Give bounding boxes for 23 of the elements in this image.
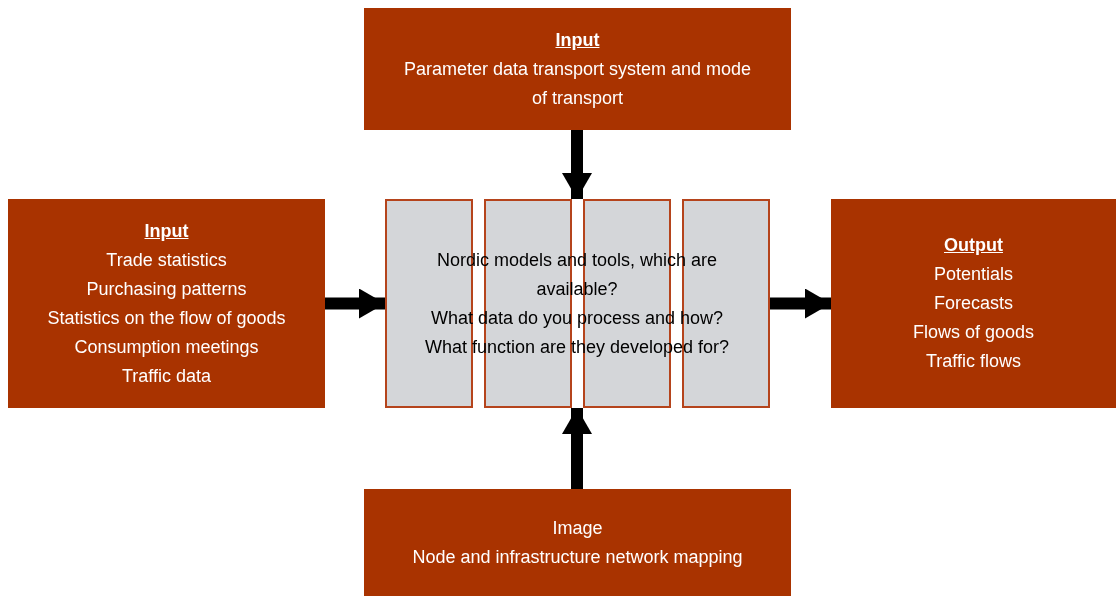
- block-arrow: [562, 130, 592, 199]
- list-item: Consumption meetings: [73, 335, 260, 359]
- heading: Image: [551, 516, 604, 540]
- list-item: Trade statistics: [105, 248, 228, 272]
- image-box: [364, 489, 791, 596]
- list-item: Forecasts: [933, 292, 1014, 315]
- block-arrow: [325, 288, 385, 319]
- list-item: Parameter data transport system and mode of transport: [402, 57, 753, 110]
- block-arrow: [769, 288, 831, 319]
- list-item: Traffic data: [120, 364, 212, 388]
- list-item: Potentials: [932, 263, 1015, 286]
- list-item: Statistics on the flow of goods: [46, 306, 287, 330]
- list-item: Traffic flows: [925, 350, 1022, 373]
- heading: Input: [554, 28, 601, 52]
- heading: Input: [143, 219, 190, 243]
- list-item: Purchasing patterns: [85, 277, 248, 301]
- list-item: Node and infrastructure network mapping: [411, 545, 744, 569]
- heading: Output: [943, 234, 1004, 257]
- input-box: [364, 8, 791, 130]
- output-box: [831, 199, 1116, 408]
- list-item: Flows of goods: [911, 321, 1036, 344]
- block-arrow: [562, 408, 592, 489]
- input-box: [8, 199, 325, 408]
